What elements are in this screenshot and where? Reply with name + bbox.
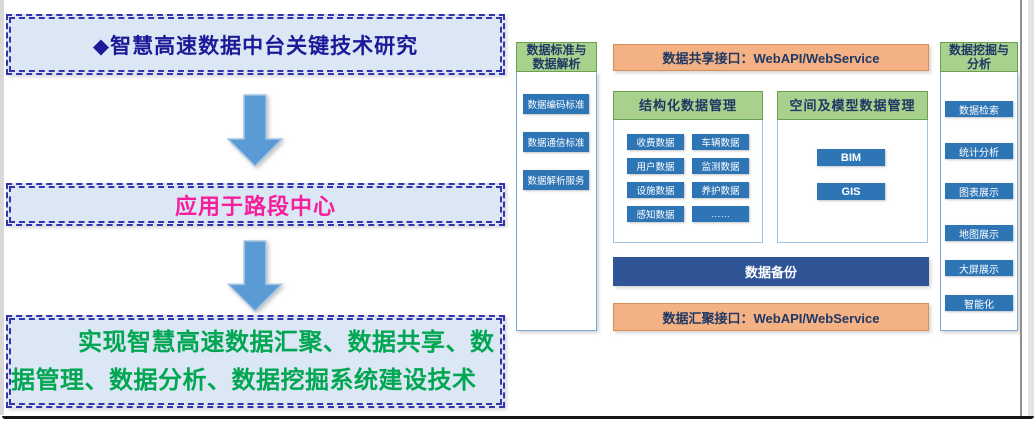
perception-data-button[interactable]: 感知数据 [627,206,684,222]
slide-frame-right-shadow [1028,0,1034,418]
slide-frame-left [0,0,4,415]
data-encoding-standard-button[interactable]: 数据编码标准 [523,94,589,114]
bim-button[interactable]: BIM [817,149,885,166]
slide-frame-bottom [2,416,1034,419]
more-data-ellipsis-button[interactable]: …… [692,206,749,222]
structured-data-panel-header: 结构化数据管理 [613,91,763,120]
flow-box-research-text: ◆智慧高速数据中台关键技术研究 [92,33,419,58]
maintenance-data-button[interactable]: 养护数据 [692,182,749,198]
data-parsing-service-button[interactable]: 数据解析服务 [523,170,589,190]
data-aggregation-interface-bar: 数据汇聚接口：WebAPI/WebService [613,303,929,331]
flow-box-result-inner: 实现智慧高速数据汇聚、数据共享、数 据管理、数据分析、数据挖掘系统建设技术 [9,318,502,405]
data-communication-standard-button[interactable]: 数据通信标准 [523,132,589,152]
intelligence-button[interactable]: 智能化 [945,295,1013,311]
map-display-button[interactable]: 地图展示 [945,225,1013,241]
flow-box-application-text: 应用于路段中心 [174,193,336,219]
down-arrow-icon [227,94,283,167]
flow-box-result-text: 实现智慧高速数据汇聚、数据共享、数 据管理、数据分析、数据挖掘系统建设技术 [5,324,506,400]
flow-box-result: 实现智慧高速数据汇聚、数据共享、数 据管理、数据分析、数据挖掘系统建设技术 [6,315,505,408]
data-backup-bar: 数据备份 [613,257,929,286]
flow-box-result-line2: 据管理、数据分析、数据挖掘系统建设技术 [11,367,477,394]
chart-display-button[interactable]: 图表展示 [945,183,1013,199]
spatial-model-data-panel-body [777,120,928,243]
down-arrow-icon [227,240,283,312]
flow-box-research: ◆智慧高速数据中台关键技术研究 [6,14,505,75]
flow-box-research-inner: ◆智慧高速数据中台关键技术研究 [9,17,502,72]
data-standards-panel-header: 数据标准与 数据解析 [516,42,597,72]
flow-box-application: 应用于路段中心 [6,183,505,226]
monitoring-data-button[interactable]: 监测数据 [692,158,749,174]
gis-button[interactable]: GIS [817,183,885,200]
data-standards-title-line2: 数据解析 [532,57,581,71]
spatial-model-data-panel-header: 空间及模型数据管理 [777,91,928,120]
flow-box-result-line1: 实现智慧高速数据汇聚、数据共享、数 [78,329,495,356]
data-mining-title-line2: 分析 [966,57,991,71]
data-sharing-interface-bar: 数据共享接口：WebAPI/WebService [613,44,929,71]
data-standards-title-line1: 数据标准与 [526,43,587,57]
vehicle-data-button[interactable]: 车辆数据 [692,134,749,150]
slide-frame-right [1020,0,1022,416]
data-retrieval-button[interactable]: 数据检索 [945,101,1013,117]
user-data-button[interactable]: 用户数据 [627,158,684,174]
facility-data-button[interactable]: 设施数据 [627,182,684,198]
data-mining-panel-header: 数据挖掘与 分析 [940,42,1018,72]
flow-box-application-inner: 应用于路段中心 [9,186,502,223]
data-mining-title-line1: 数据挖掘与 [948,43,1009,57]
big-screen-display-button[interactable]: 大屏展示 [945,260,1013,276]
data-standards-panel-body [516,72,597,331]
toll-data-button[interactable]: 收费数据 [627,134,684,150]
statistical-analysis-button[interactable]: 统计分析 [945,143,1013,159]
